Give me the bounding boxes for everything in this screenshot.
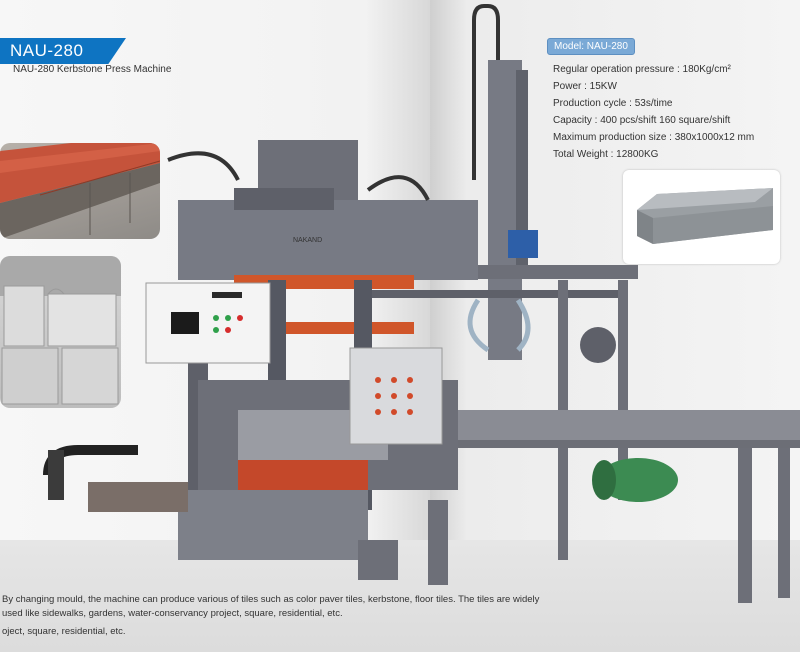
grey-kerbstone-photo — [0, 256, 121, 408]
kerbstone-product-card — [623, 170, 780, 264]
spec-weight: Total Weight : 12800KG — [553, 149, 659, 160]
model-title-tab: NAU-280 — [0, 38, 126, 64]
red-kerbstone-photo — [0, 143, 160, 239]
product-subtitle: NAU-280 Kerbstone Press Machine — [13, 64, 172, 75]
spec-pressure: Regular operation pressure : 180Kg/cm² — [553, 64, 731, 75]
spec-power: Power : 15KW — [553, 81, 617, 92]
brand-plate: NAKAND — [293, 237, 322, 244]
kerbstone-press-machine-illustration: NAKAND — [43, 4, 800, 603]
spec-list: Regular operation pressure : 180Kg/cm² P… — [553, 61, 787, 163]
product-description-overflow: oject, square, residential, etc. — [2, 626, 126, 637]
product-description: By changing mould, the machine can produ… — [2, 594, 540, 619]
model-badge: Model: NAU-280 — [547, 38, 635, 55]
floor-band — [0, 540, 800, 652]
spec-max-size: Maximum production size : 380x1000x12 mm — [553, 132, 755, 143]
spec-cycle: Production cycle : 53s/time — [553, 98, 673, 109]
spec-panel: Model: NAU-280 Regular operation pressur… — [547, 36, 787, 163]
spec-capacity: Capacity : 400 pcs/shift 160 square/shif… — [553, 115, 731, 126]
